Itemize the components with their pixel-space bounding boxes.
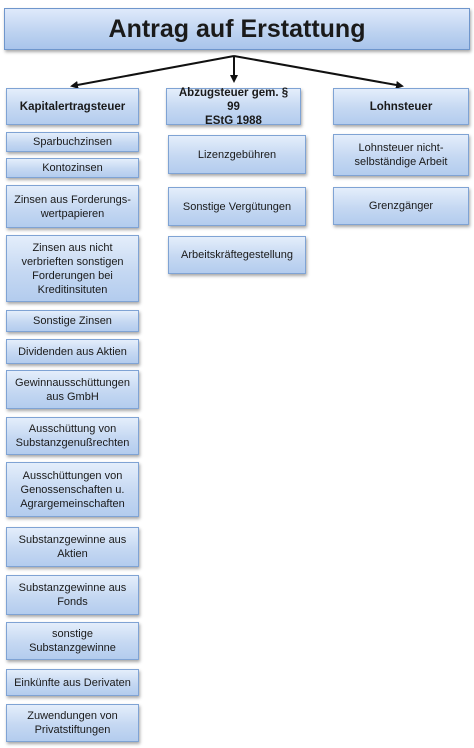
item-einkuenfte-derivate: Einkünfte aus Derivaten [6,669,139,696]
item-sonstige-substanzgewinne: sonstige Substanzgewinne [6,622,139,660]
diagram-title: Antrag auf Erstattung [4,8,470,50]
item-sonstige-verguetungen: Sonstige Vergütungen [168,187,306,226]
item-grenzgaenger: Grenzgänger [333,187,469,225]
item-ausschuettungen-genossenschaften: Ausschüttungen von Genossenschaften u. A… [6,462,139,517]
item-ausschuettung-substanzgenussrechte: Ausschüttung von Substanzgenußrechten [6,417,139,455]
item-substanzgewinne-fonds: Substanzgewinne aus Fonds [6,575,139,615]
arrow-to-kapitalertragsteuer [70,55,235,89]
item-lizenzgebuehren: Lizenzgebühren [168,135,306,174]
item-gewinnausschuettungen-gmbh: Gewinnausschüttungen aus GmbH [6,370,139,409]
item-zinsen-forderungswertpapiere: Zinsen aus Forderungs- wertpapieren [6,185,139,228]
item-zinsen-nicht-verbrieft: Zinsen aus nicht verbrieften sonstigen F… [6,235,139,302]
heading-abzugsteuer: Abzugsteuer gem. § 99 EStG 1988 [166,87,301,127]
item-kontozinsen: Kontozinsen [6,158,139,178]
heading-kapitalertragsteuer: Kapitalertragsteuer [6,88,139,125]
item-substanzgewinne-aktien: Substanzgewinne aus Aktien [6,527,139,567]
item-zuwendungen-privatstiftungen: Zuwendungen von Privatstiftungen [6,704,139,742]
item-sparbuchzinsen: Sparbuchzinsen [6,132,139,152]
item-dividenden-aktien: Dividenden aus Aktien [6,339,139,364]
heading-lohnsteuer: Lohnsteuer [333,88,469,125]
arrow-to-lohnsteuer [233,55,404,89]
item-arbeitskraeftegestellung: Arbeitskräftegestellung [168,236,306,274]
item-lohnsteuer-nichtselbstaendig: Lohnsteuer nicht- selbständige Arbeit [333,134,469,176]
item-sonstige-zinsen: Sonstige Zinsen [6,310,139,332]
